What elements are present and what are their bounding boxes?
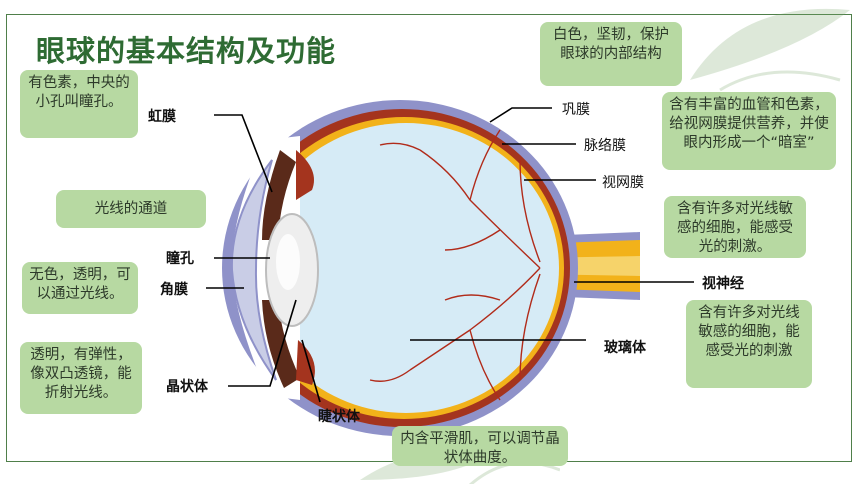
label-choroid: 脉络膜 (584, 138, 626, 154)
label-ciliary: 睫状体 (318, 409, 360, 425)
label-pupil: 瞳孔 (166, 251, 194, 267)
label-lens: 晶状体 (166, 379, 208, 395)
leaf-decoration-icon (690, 8, 850, 92)
label-optic-nerve: 视神经 (702, 276, 744, 292)
label-cornea: 角膜 (160, 282, 188, 298)
leader-iris (214, 114, 273, 193)
label-retina: 视网膜 (602, 175, 644, 191)
label-sclera: 巩膜 (562, 102, 590, 118)
callout-cornea: 无色，透明，可以通过光线。 (22, 262, 138, 314)
leader-ciliary (301, 339, 321, 403)
slide-title: 眼球的基本结构及功能 (36, 34, 337, 68)
callout-sclera: 白色，坚韧，保护眼球的内部结构 (540, 22, 682, 86)
callout-optic-nerve: 含有许多对光线敏感的细胞，能感受光的刺激 (686, 300, 812, 388)
callout-ciliary: 内含平滑肌，可以调节晶状体曲度。 (392, 426, 568, 466)
iris-shape (262, 150, 296, 240)
callout-lens: 透明，有弹性，像双凸透镜，能折射光线。 (20, 342, 142, 414)
callout-retina: 含有许多对光线敏感的细胞，能感受光的刺激。 (664, 196, 806, 258)
callout-choroid: 含有丰富的血管和色素，给视网膜提供营养，并使眼内形成一个“暗室” (662, 92, 836, 170)
callout-pupil: 光线的通道 (56, 190, 206, 228)
label-iris: 虹膜 (148, 109, 176, 125)
retinal-vessels (369, 129, 541, 401)
callout-iris: 有色素，中央的小孔叫瞳孔。 (20, 70, 138, 138)
leader-sclera (489, 107, 552, 123)
cornea-shape (230, 159, 277, 381)
label-vitreous: 玻璃体 (604, 340, 646, 356)
leader-lens (228, 299, 297, 387)
